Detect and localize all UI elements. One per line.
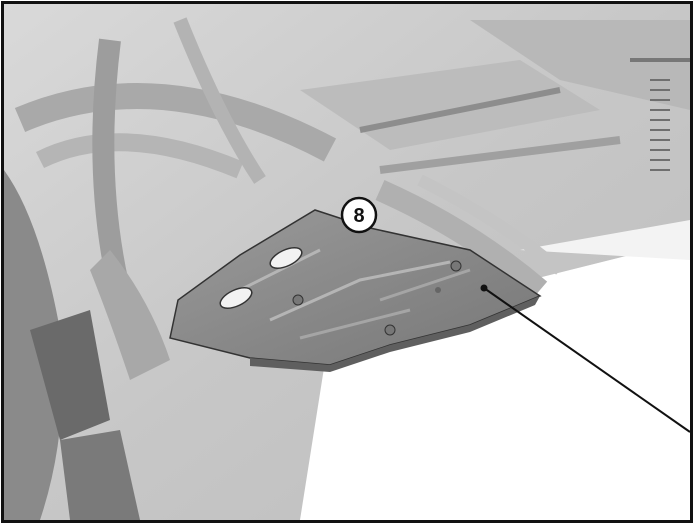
vent-hole-left — [219, 287, 253, 309]
mount-bolt — [435, 287, 441, 293]
spring-detail — [650, 79, 670, 171]
part-callout-badge: 8 — [340, 196, 378, 234]
vent-hole-right — [269, 247, 303, 269]
motorcycle-engine-background — [4, 4, 690, 520]
mount-bolt — [292, 294, 304, 306]
mount-bolt — [384, 324, 396, 336]
leader-line — [480, 284, 691, 433]
mount-bolt — [450, 260, 462, 272]
skid-plate-part — [169, 209, 542, 372]
part-callout-number: 8 — [353, 205, 364, 227]
